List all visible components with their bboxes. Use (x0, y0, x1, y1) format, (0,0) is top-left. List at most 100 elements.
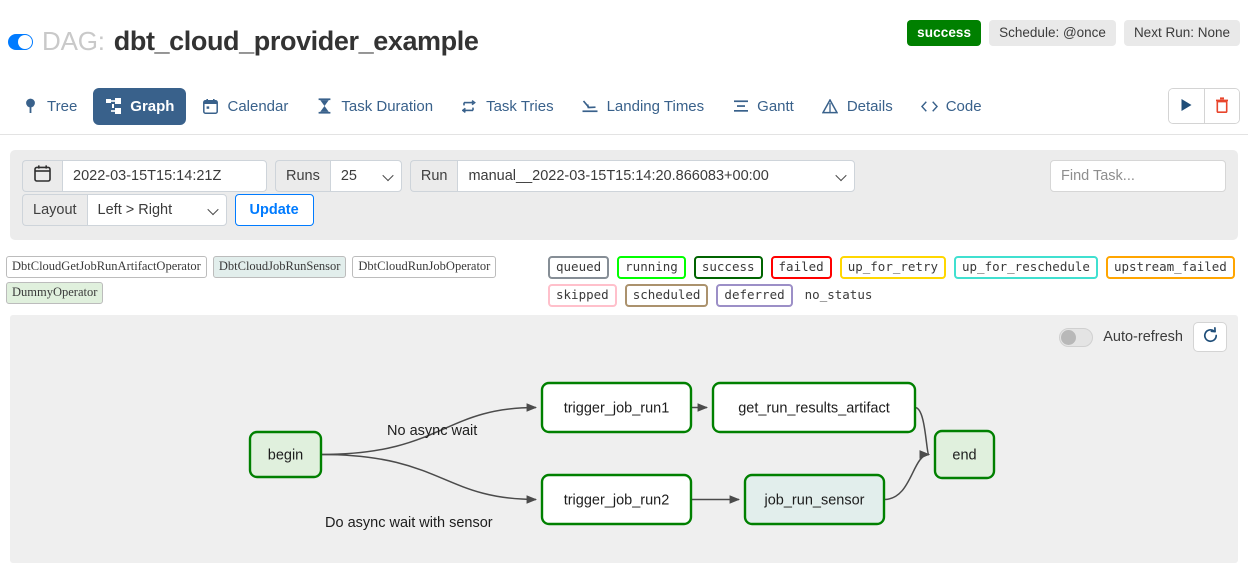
auto-refresh-toggle[interactable] (1059, 327, 1094, 347)
tab-gantt[interactable]: Gantt (720, 88, 806, 125)
graph-node[interactable]: end (933, 429, 996, 480)
graph-edge-label: Do async wait with sensor (325, 515, 493, 531)
graph-edge[interactable] (883, 450, 931, 501)
state-legend-chip[interactable]: skipped (548, 283, 617, 307)
tab-code-label: Code (945, 97, 982, 115)
find-task-input[interactable]: Find Task... (1050, 160, 1226, 192)
tab-task-tries[interactable]: Task Tries (449, 88, 566, 125)
tab-graph[interactable]: Graph (93, 87, 187, 125)
dag-action-buttons (1168, 88, 1240, 124)
dag-graph-canvas[interactable]: No async wait Do async wait with sensor be… (10, 315, 1238, 563)
state-legend-chip[interactable]: running (617, 256, 686, 279)
state-legend-chip[interactable]: scheduled (624, 283, 709, 307)
graph-node[interactable]: begin (248, 430, 323, 479)
refresh-button[interactable] (1193, 322, 1227, 352)
graph-node-label: trigger_job_run1 (564, 401, 670, 417)
graph-edge-label: No async wait (387, 423, 477, 439)
operator-legend-chip[interactable]: DbtCloudGetJobRunArtifactOperator (6, 256, 207, 278)
run-label: Run (409, 160, 458, 192)
gantt-icon (732, 98, 749, 115)
layout-label: Layout (22, 194, 87, 226)
operator-legend-chip[interactable]: DbtCloudRunJobOperator (352, 256, 497, 278)
calendar-icon (202, 98, 219, 115)
graph-node-label: trigger_job_run2 (564, 493, 670, 509)
refresh-icon (1202, 327, 1219, 347)
schedule-badge[interactable]: Schedule: @once (989, 20, 1116, 46)
runs-group: Runs 25 (275, 160, 402, 192)
tab-tree-label: Tree (47, 97, 78, 115)
tab-tree[interactable]: Tree (10, 88, 89, 125)
graph-edge[interactable] (914, 406, 931, 459)
auto-refresh-label: Auto-refresh (1103, 329, 1183, 345)
delete-dag-button[interactable] (1204, 89, 1239, 123)
tab-code[interactable]: Code (909, 88, 994, 125)
dag-run-select[interactable]: manual__2022-03-15T15:14:20.866083+00:00 (457, 160, 856, 192)
graph-node-label: end (952, 448, 976, 464)
state-legend-chip[interactable]: no_status (804, 286, 873, 302)
state-legend-chip[interactable]: up_for_reschedule (954, 256, 1098, 279)
page-title: dbt_cloud_provider_example (113, 26, 479, 56)
page-header: DAG: dbt_cloud_provider_example success … (0, 0, 1248, 72)
tab-calendar[interactable]: Calendar (190, 88, 300, 125)
graph-node[interactable]: trigger_job_run1 (540, 381, 693, 434)
graph-node-box[interactable] (711, 381, 917, 434)
num-runs-select[interactable]: 25 (329, 160, 402, 192)
graph-node-box[interactable] (743, 473, 886, 526)
layout-select[interactable]: Left > Right (86, 194, 227, 226)
graph-node[interactable]: trigger_job_run2 (540, 473, 693, 526)
graph-node-label: get_run_results_artifact (738, 401, 890, 417)
graph-node[interactable]: job_run_sensor (743, 473, 886, 526)
tree-icon (22, 98, 39, 115)
triangle-icon (822, 98, 839, 115)
base-date-group: 2022-03-15T15:14:21Z (22, 160, 267, 192)
graph-node-box[interactable] (933, 429, 996, 480)
tab-task-duration-label: Task Duration (341, 97, 434, 115)
base-date-input[interactable]: 2022-03-15T15:14:21Z (62, 160, 267, 192)
graph-node-box[interactable] (540, 381, 693, 434)
play-icon (1180, 98, 1193, 115)
tab-graph-label: Graph (130, 97, 175, 115)
code-icon (920, 98, 938, 115)
state-legend-chip[interactable]: deferred (716, 283, 793, 307)
operator-legend-chip[interactable]: DbtCloudJobRunSensor (212, 256, 347, 278)
graph-toolbar: Auto-refresh (1059, 322, 1227, 352)
graph-edges (320, 403, 931, 504)
state-legend-chip[interactable]: queued (548, 256, 610, 279)
tab-gantt-label: Gantt (757, 97, 794, 115)
tab-task-duration[interactable]: Task Duration (304, 88, 445, 125)
state-legend-chip[interactable]: upstream_failed (1105, 256, 1235, 279)
trigger-dag-button[interactable] (1169, 89, 1204, 123)
state-legend: queued running success failed up_for_retry up… (548, 256, 1244, 307)
layout-group: Layout Left > Right (22, 194, 227, 226)
update-button[interactable]: Update (234, 194, 314, 226)
state-legend-chip[interactable]: failed (770, 256, 832, 279)
header-badges: success Schedule: @once Next Run: None (907, 20, 1240, 46)
tab-landing-times[interactable]: Landing Times (570, 88, 717, 125)
graph-edge[interactable] (320, 453, 538, 504)
graph-panel: Auto-refresh No async wait Do async wait … (10, 315, 1238, 563)
operator-legend-chip[interactable]: DummyOperator (6, 282, 104, 304)
calendar-picker-button[interactable] (22, 160, 62, 192)
landing-icon (582, 98, 599, 115)
tab-calendar-label: Calendar (227, 97, 289, 115)
graph-node-box[interactable] (248, 430, 323, 479)
retry-icon (461, 98, 478, 115)
dag-prefix-label: DAG: (42, 26, 105, 56)
graph-edge[interactable] (320, 403, 538, 456)
filter-row-layout: Layout Left > Right Update (22, 194, 314, 226)
state-legend-chip[interactable]: success (693, 256, 763, 279)
calendar-icon (34, 165, 51, 187)
dag-paused-toggle[interactable] (8, 33, 33, 50)
filter-row-primary: 2022-03-15T15:14:21Z Runs 25 Run manual_… (22, 160, 856, 192)
run-group: Run manual__2022-03-15T15:14:20.866083+0… (409, 160, 856, 192)
state-legend-chip[interactable]: up_for_retry (839, 256, 946, 279)
view-tabs: Tree Graph Calendar Task Duration Task T (10, 78, 994, 134)
tab-landing-times-label: Landing Times (606, 97, 705, 115)
graph-node[interactable]: get_run_results_artifact (711, 381, 917, 434)
graph-node-label: job_run_sensor (764, 493, 865, 509)
tab-details[interactable]: Details (810, 88, 905, 125)
graph-node-box[interactable] (540, 473, 693, 526)
status-badge: success (907, 20, 982, 46)
